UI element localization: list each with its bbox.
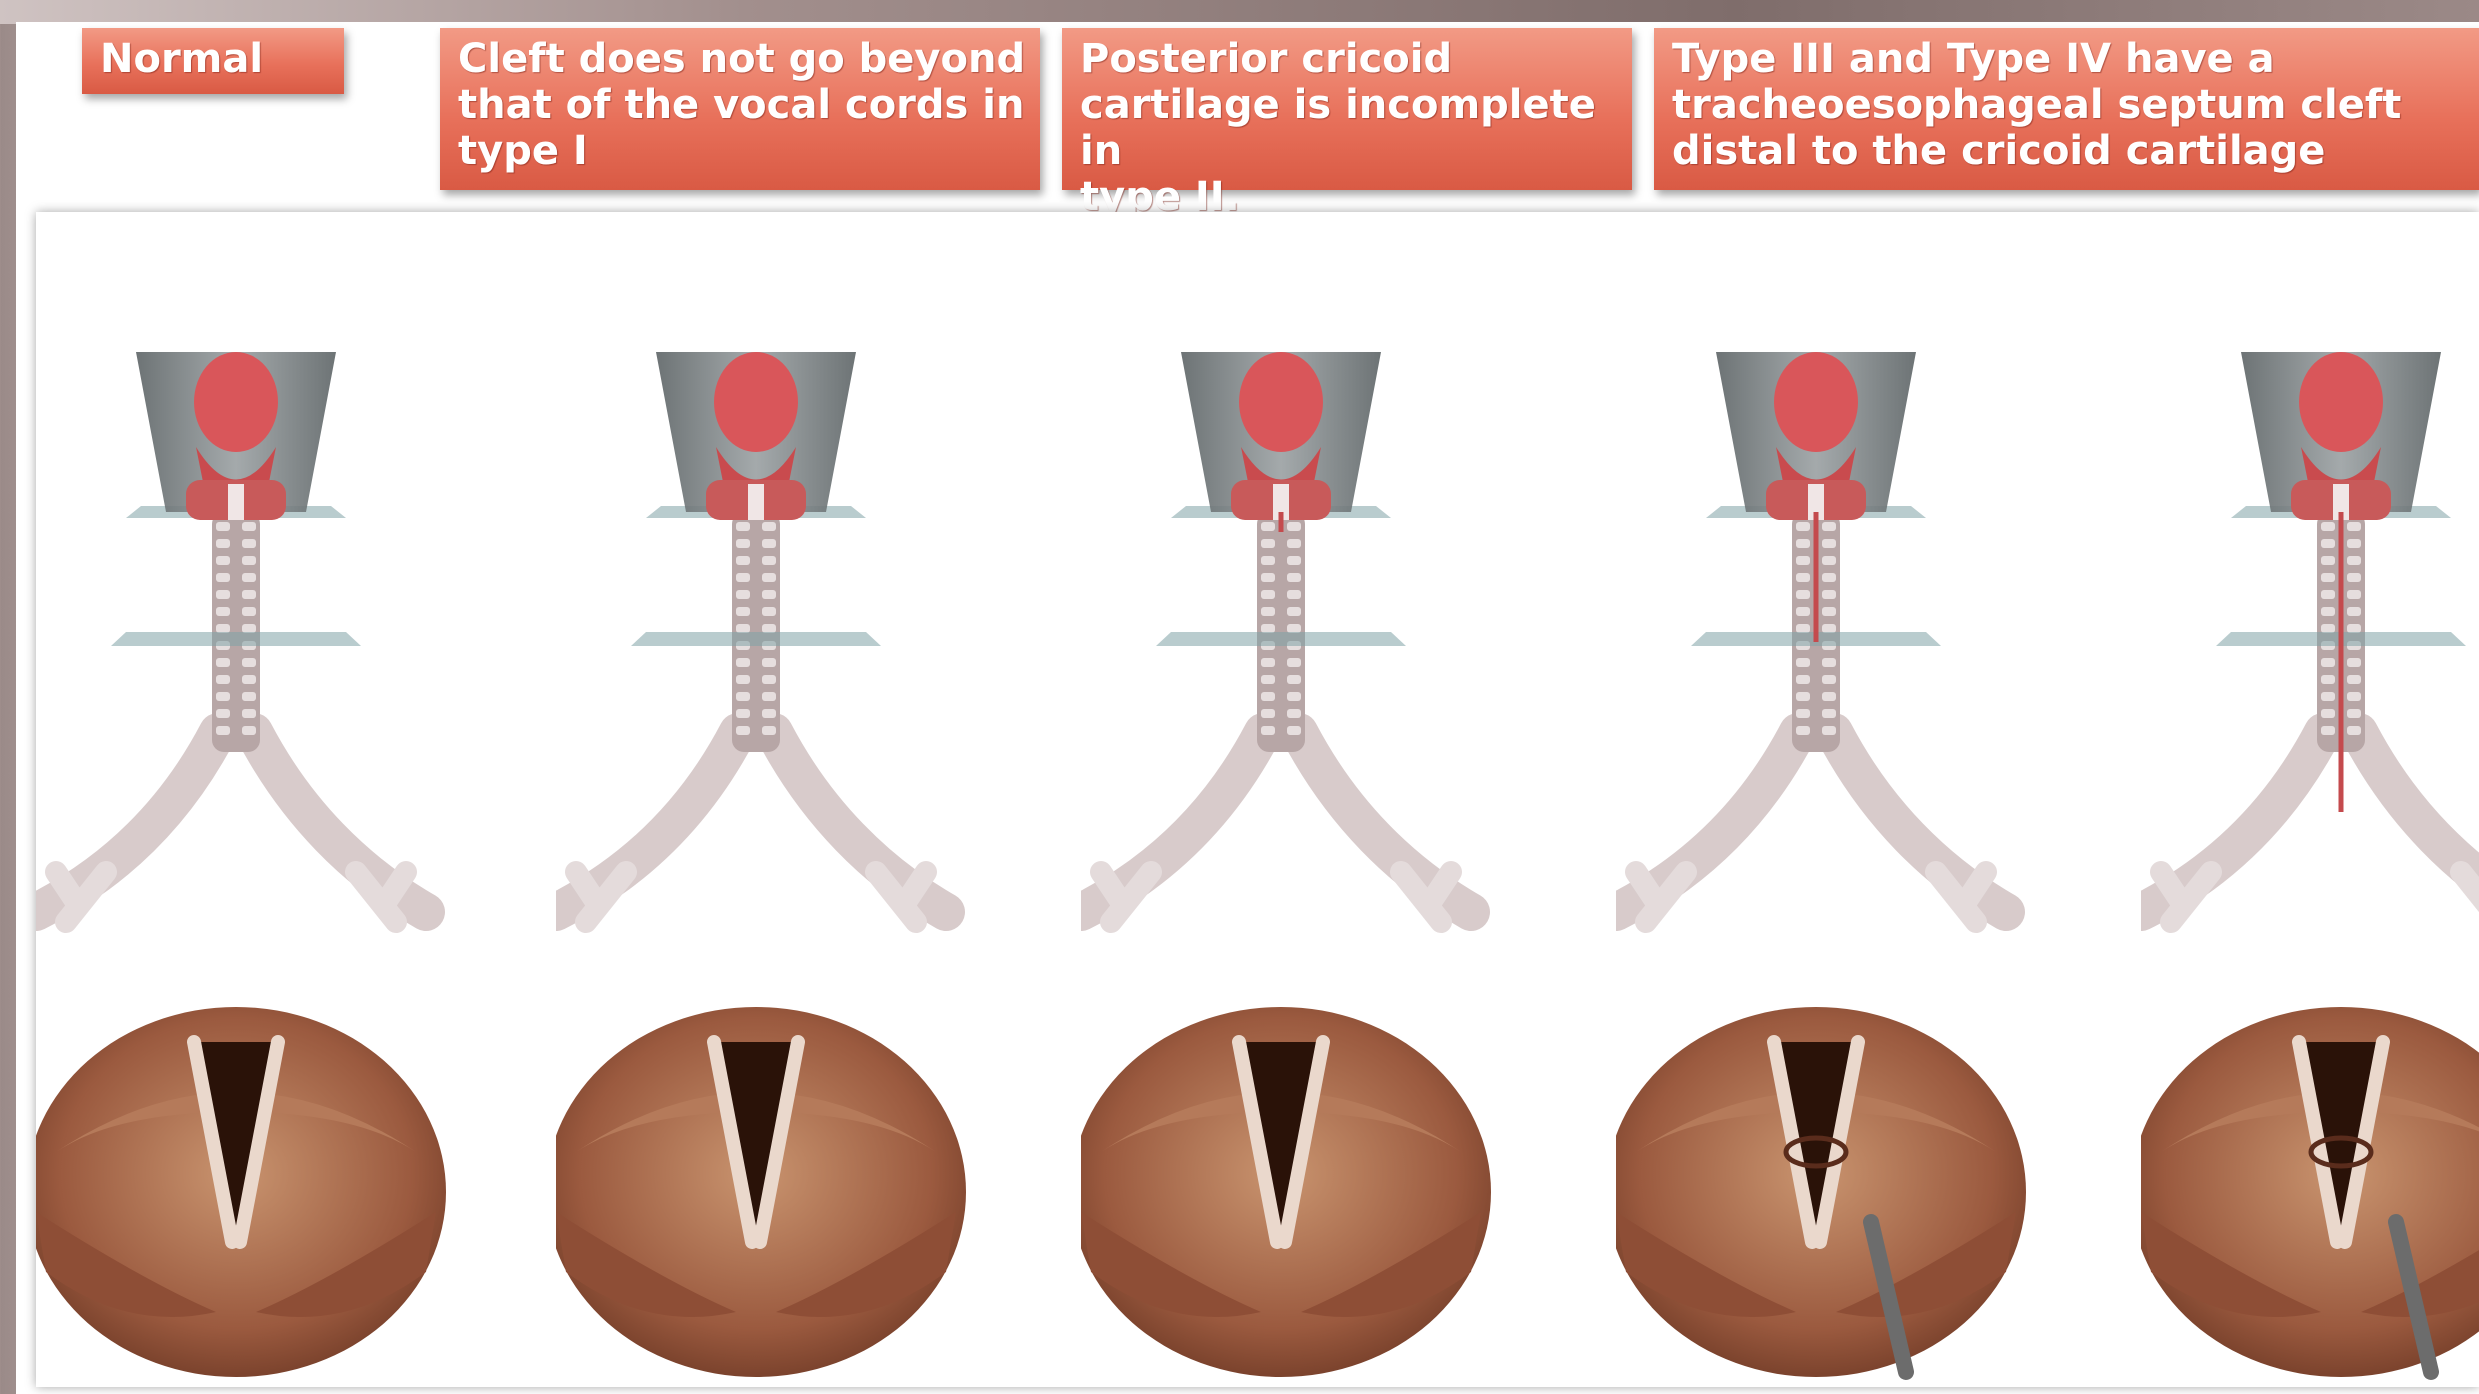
label-type-i: Cleft does not go beyond that of the voc… bbox=[440, 28, 1040, 190]
slide-background-band bbox=[0, 0, 2479, 24]
bronchi bbox=[556, 732, 946, 922]
epiglottis bbox=[194, 352, 278, 452]
airway-illustration bbox=[1616, 212, 2136, 1387]
airway-illustration bbox=[556, 212, 1076, 1387]
bronchi bbox=[1616, 732, 2006, 922]
stage-type-iv bbox=[2141, 212, 2479, 1387]
label-type-ii: Posterior cricoid cartilage is incomplet… bbox=[1062, 28, 1632, 190]
stage-type-iii bbox=[1616, 212, 2136, 1387]
stage-normal bbox=[36, 212, 556, 1387]
bronchi bbox=[36, 732, 426, 922]
epiglottis bbox=[1239, 352, 1323, 452]
laryngoscopic-view bbox=[556, 1007, 966, 1377]
stage-type-i bbox=[556, 212, 1076, 1387]
epiglottis bbox=[714, 352, 798, 452]
epiglottis bbox=[2299, 352, 2383, 452]
label-normal: Normal bbox=[82, 28, 344, 94]
airway-illustration bbox=[1081, 212, 1601, 1387]
label-type-iii-iv: Type III and Type IV have a tracheoesoph… bbox=[1654, 28, 2479, 190]
bronchi bbox=[1081, 732, 1471, 922]
bronchi bbox=[2141, 732, 2479, 922]
laryngoscopic-view bbox=[2141, 1007, 2479, 1377]
airway-illustration bbox=[2141, 212, 2479, 1387]
laryngoscopic-view bbox=[1081, 1007, 1491, 1377]
stage-type-ii bbox=[1081, 212, 1601, 1387]
illustration-panel bbox=[36, 212, 2479, 1387]
epiglottis bbox=[1774, 352, 1858, 452]
airway-illustration bbox=[36, 212, 556, 1387]
laryngoscopic-view bbox=[1616, 1007, 2026, 1377]
laryngoscopic-view bbox=[36, 1007, 446, 1377]
